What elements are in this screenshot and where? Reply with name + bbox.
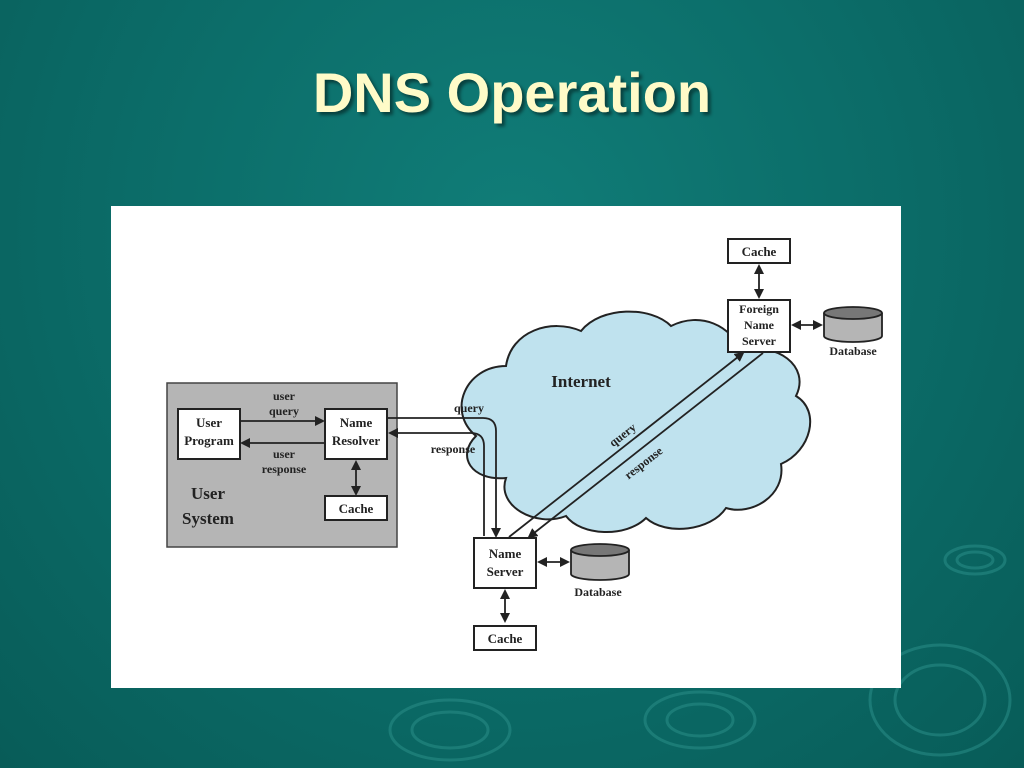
foreign-name-server-line1: Foreign	[739, 302, 779, 316]
user-program-line2: Program	[184, 433, 234, 448]
user-query-line1: user	[273, 389, 296, 403]
name-server-database-icon	[570, 543, 630, 581]
remote-query-arrow	[508, 351, 745, 538]
name-resolver-line1: Name	[340, 415, 373, 430]
resolver-cache-label: Cache	[339, 501, 374, 516]
user-response-line1: user	[273, 447, 296, 461]
dns-diagram: Internet User System User Program Name R…	[111, 206, 901, 688]
foreign-name-server-line3: Server	[742, 334, 777, 348]
resolver-response-arrow	[388, 428, 485, 536]
name-server-line1: Name	[489, 546, 522, 561]
user-program-line1: User	[196, 415, 222, 430]
name-server-line2: Server	[487, 564, 524, 579]
foreign-name-server-line2: Name	[744, 318, 775, 332]
internet-label: Internet	[551, 372, 611, 391]
user-query-line2: query	[269, 404, 299, 418]
name-server-database-label: Database	[574, 585, 622, 599]
name-server-cache-box	[473, 625, 537, 651]
resolver-cache-box	[324, 495, 388, 521]
slide-title: DNS Operation	[312, 61, 712, 124]
name-server-cache-label: Cache	[488, 631, 523, 646]
remote-response-arrow	[527, 352, 764, 539]
foreign-name-server-box	[727, 299, 791, 353]
name-resolver-line2: Resolver	[332, 433, 381, 448]
foreign-database-icon	[823, 306, 883, 343]
resolver-query-label: query	[454, 401, 484, 415]
user-system-label-line2: System	[182, 509, 234, 528]
user-program-box	[177, 408, 241, 460]
user-response-line2: response	[262, 462, 307, 476]
internet-cloud	[460, 310, 812, 533]
name-server-box	[473, 537, 537, 589]
foreign-cache-box	[727, 238, 791, 264]
resolver-response-label: response	[431, 442, 476, 456]
resolver-query-arrow	[387, 417, 501, 538]
name-resolver-box	[324, 408, 388, 460]
user-system-label-line1: User	[191, 484, 225, 503]
foreign-cache-label: Cache	[742, 244, 777, 259]
foreign-database-label: Database	[829, 344, 877, 358]
